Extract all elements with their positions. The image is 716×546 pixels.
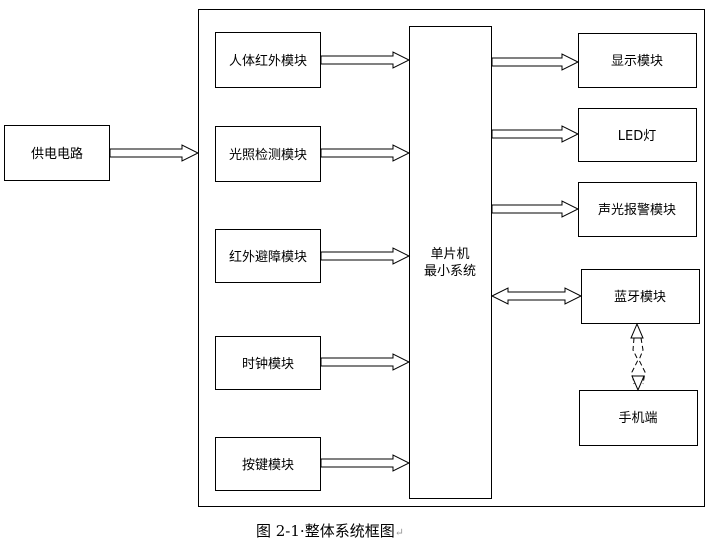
arrow-power-to-system [109,144,200,162]
arrow-clock-to-mcu [320,353,411,371]
human-infrared-node: 人体红外模块 [215,32,321,88]
human-infrared-label: 人体红外模块 [229,53,307,69]
mcu-node: 单片机 最小系统 [409,26,492,499]
paragraph-mark: ↵ [394,526,404,539]
display-label: 显示模块 [611,54,663,69]
bluetooth-label: 蓝牙模块 [614,290,666,305]
arrow-mcu-to-alarm [491,200,580,218]
arrow-keys-to-mcu [320,454,411,472]
arrow-mcu-to-display [491,53,580,71]
figure-caption: 图 2-1·整体系统框图↵ [256,520,404,541]
led-node: LED灯 [578,108,697,162]
figure-caption-text: 图 2-1·整体系统框图 [256,522,395,540]
keys-node: 按键模块 [215,437,321,491]
bluetooth-node: 蓝牙模块 [581,269,700,324]
light-detection-label: 光照检测模块 [229,148,307,163]
infrared-avoidance-label: 红外避障模块 [229,249,307,265]
phone-node: 手机端 [579,390,698,446]
display-node: 显示模块 [578,33,697,88]
arrow-mcu-bluetooth-bidirectional [490,287,583,305]
phone-label: 手机端 [618,411,657,426]
arrow-human-infrared-to-mcu [320,51,411,69]
alarm-node: 声光报警模块 [578,182,697,237]
arrow-mcu-to-led [491,125,580,143]
arrow-infrared-avoidance-to-mcu [320,247,411,265]
arrow-light-detection-to-mcu [320,144,411,162]
keys-label: 按键模块 [242,458,294,473]
wireless-link-bluetooth-phone [630,322,646,392]
alarm-label: 声光报警模块 [598,202,676,218]
clock-label: 时钟模块 [242,356,294,372]
power-supply-node: 供电电路 [4,125,110,181]
light-detection-node: 光照检测模块 [215,126,321,182]
system-boundary [198,9,705,507]
clock-node: 时钟模块 [215,336,321,390]
led-label: LED灯 [618,129,656,144]
power-supply-label: 供电电路 [31,146,83,162]
mcu-label-line1: 单片机 [430,247,469,262]
mcu-label-line2: 最小系统 [424,264,476,279]
infrared-avoidance-node: 红外避障模块 [215,229,321,283]
